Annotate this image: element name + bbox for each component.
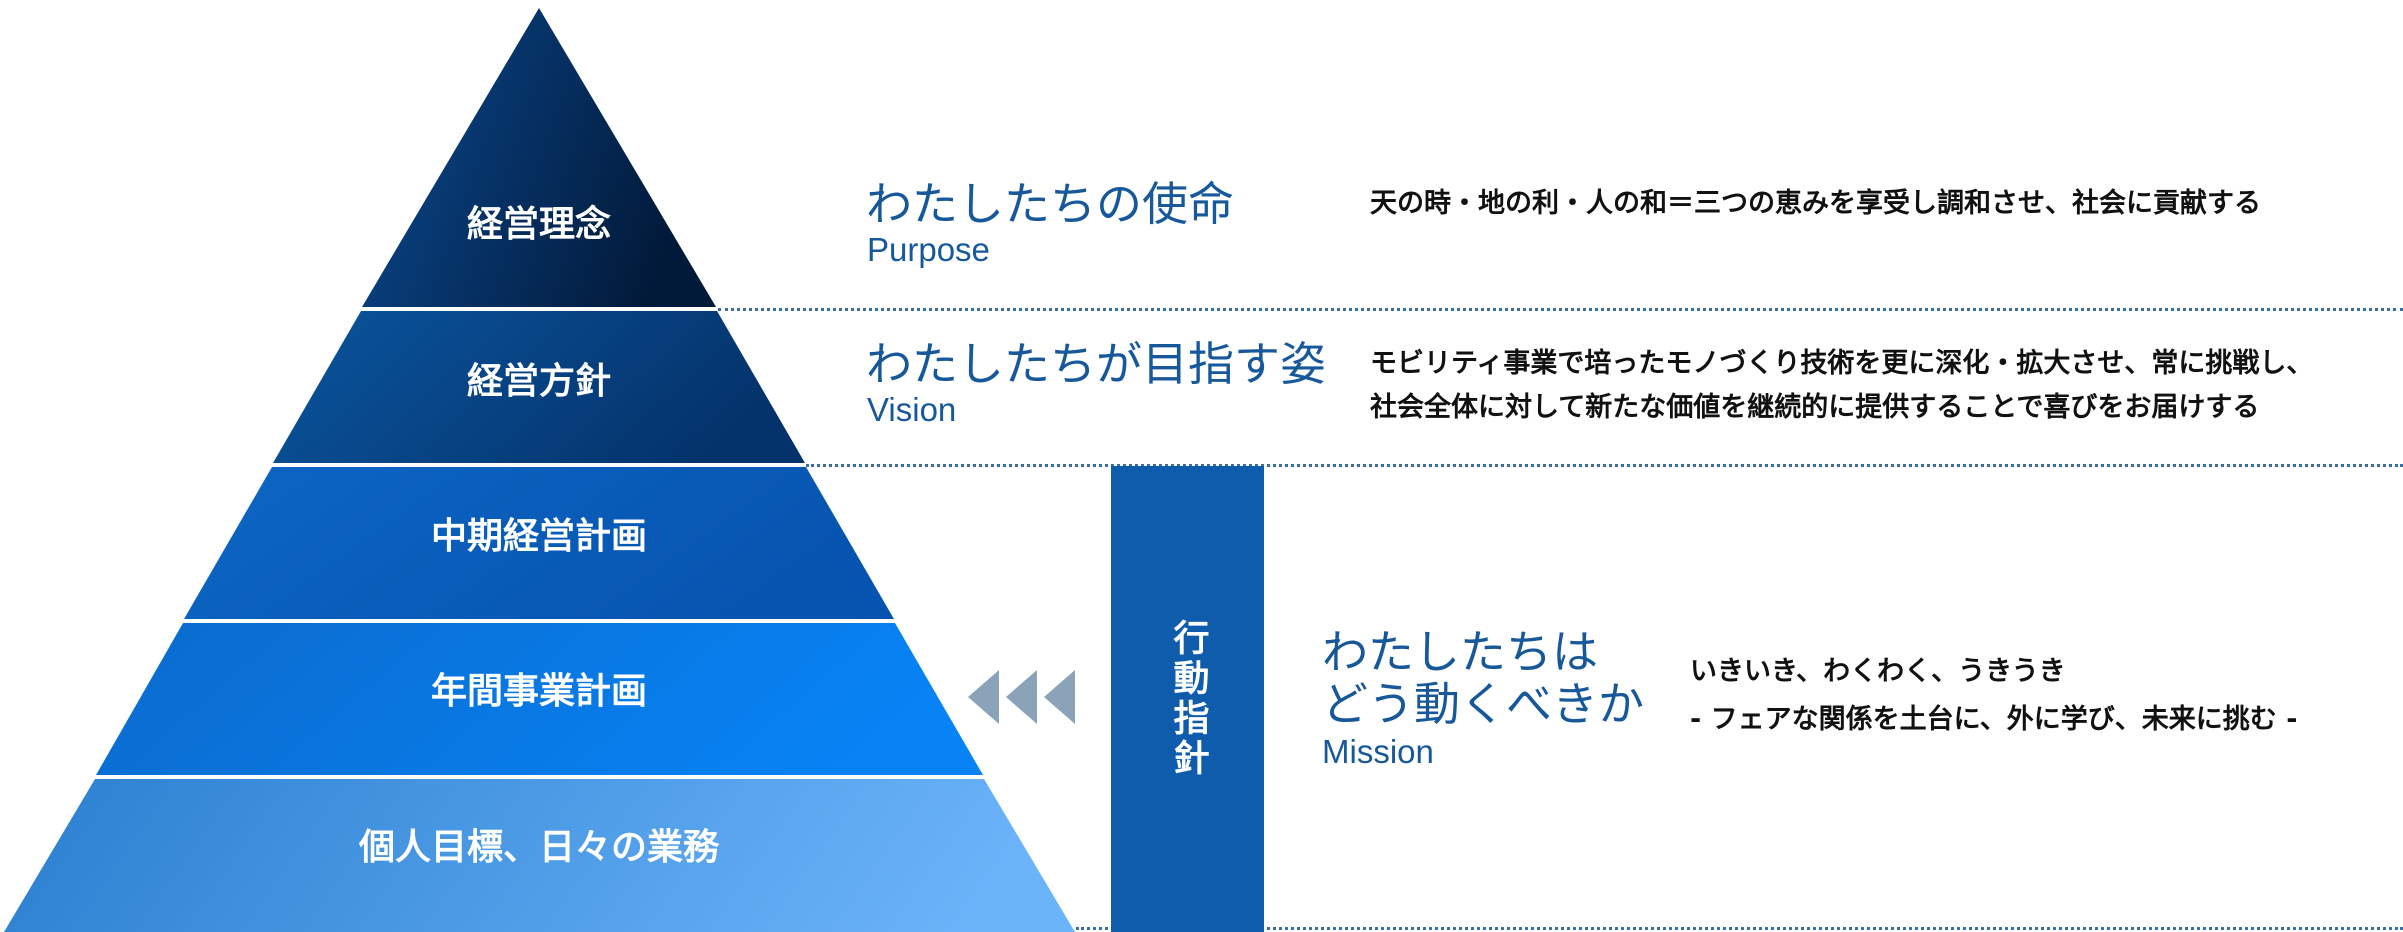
pyramid-level-2 xyxy=(273,311,805,463)
purpose-subtitle: Purpose xyxy=(867,231,990,268)
purpose-text: 天の時・地の利・人の和＝三つの恵みを享受し調和させ、社会に貢献する xyxy=(1370,188,2261,219)
pyramid-label-5: 個人目標、日々の業務 xyxy=(358,827,720,868)
pyramid-label-4: 年間事業計画 xyxy=(431,671,647,712)
pyramid-label-2: 経営方針 xyxy=(467,361,611,402)
vision-title: わたしたちが目指す姿 xyxy=(866,337,1326,391)
pyramid-level-4 xyxy=(96,623,983,775)
separator-vision-mission xyxy=(806,464,2403,467)
mission-pillar-label: 行動指針 xyxy=(1167,619,1209,779)
pyramid: 経営理念 経営方針 中期経営計画 年間事業計画 個人目標、日々の業務 xyxy=(4,8,1075,932)
triple-chevron-left-icon xyxy=(968,670,1075,724)
pyramid-level-1 xyxy=(362,8,716,307)
purpose-title: わたしたちの使命 xyxy=(866,177,1234,231)
pyramid-label-1: 経営理念 xyxy=(467,203,611,245)
mission-pillar: 行動指針 xyxy=(1111,466,1264,932)
vision-text-line-1: モビリティ事業で培ったモノづくり技術を更に深化・拡大させ、常に挑戦し、 xyxy=(1370,348,2314,379)
vision-text-line-2: 社会全体に対して新たな価値を継続的に提供することで喜びをお届けする xyxy=(1370,392,2260,423)
mission-subtitle: Mission xyxy=(1322,733,1434,770)
mission-title-line-1: わたしたちは xyxy=(1322,625,1598,679)
mission-text-line-1: いきいき、わくわく、うきうき xyxy=(1690,656,2066,687)
pyramid-level-3 xyxy=(184,467,894,619)
vision-subtitle: Vision xyxy=(867,391,957,428)
separator-purpose-vision xyxy=(718,308,2403,311)
pyramid-level-5 xyxy=(4,779,1075,932)
mission-title-line-2: どう動くべきか xyxy=(1322,677,1644,731)
pyramid-label-3: 中期経営計画 xyxy=(431,516,647,557)
separator-bottom xyxy=(1076,927,2403,930)
mission-text-line-2: - フェアな関係を土台に、外に学び、未来に挑む - xyxy=(1690,704,2298,735)
